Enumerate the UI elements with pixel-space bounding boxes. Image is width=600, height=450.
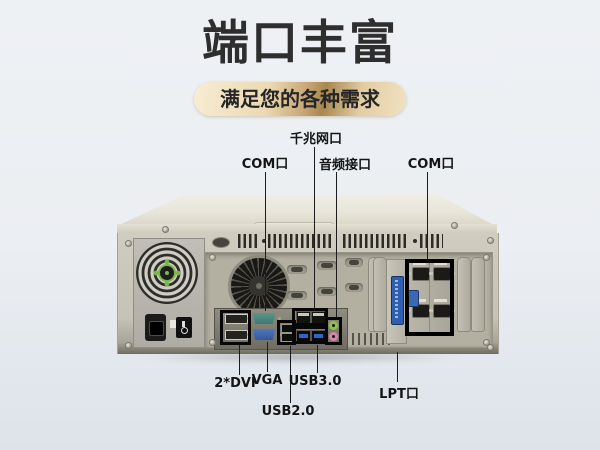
label-gigabit-lan: 千兆网口 <box>289 132 343 147</box>
leader-line-dvi <box>239 345 240 375</box>
vent-dot <box>262 239 266 243</box>
vent-slots <box>420 234 443 248</box>
power-switch <box>176 317 192 338</box>
screw <box>451 222 458 229</box>
ethernet-highlight-box <box>292 308 328 326</box>
screw <box>483 254 490 261</box>
leader-line-usb2 <box>290 346 291 403</box>
port-knockout <box>345 258 363 267</box>
label-audio-port: 音频接口 <box>318 158 372 173</box>
slot-cover <box>457 257 471 332</box>
port-label-sticker <box>413 299 426 302</box>
label-com-port-right: COM口 <box>407 157 455 172</box>
chassis-shadow <box>135 352 465 362</box>
port-knockout <box>287 265 307 274</box>
label-usb2: USB2.0 <box>261 404 315 419</box>
screw <box>209 254 216 261</box>
label-com-port-left: COM口 <box>241 157 289 172</box>
label-lpt: LPT口 <box>379 387 419 402</box>
screw <box>125 240 132 247</box>
mic-in-jack <box>329 332 338 341</box>
com-card-highlight-box <box>405 259 454 336</box>
label-usb3: USB3.0 <box>288 374 342 389</box>
screw <box>487 237 494 244</box>
leader-line-audio <box>336 172 337 317</box>
leader-line-lan <box>314 147 315 308</box>
system-fan <box>228 255 290 317</box>
screw <box>125 342 132 349</box>
leader-line-vga <box>267 342 268 372</box>
slot-cover <box>373 257 387 332</box>
vent-slots <box>268 234 331 248</box>
bracket-divider <box>429 261 430 334</box>
screw <box>483 339 490 346</box>
vent-dot <box>413 239 417 243</box>
label-dvi: 2*DVI <box>214 376 256 391</box>
dvi-highlight-box <box>220 310 251 345</box>
port-label-sticker <box>434 262 447 265</box>
leader-line-usb3 <box>317 345 318 373</box>
audio-out-jack <box>329 321 338 330</box>
port-screw <box>278 317 281 320</box>
audio-highlight-box <box>325 317 342 345</box>
screw <box>487 344 494 351</box>
lpt-parallel-port <box>391 276 404 325</box>
port-knockout <box>317 261 337 270</box>
usb3-highlight-box <box>292 326 328 344</box>
label-vga: VGA <box>251 373 283 388</box>
vent-slots <box>238 234 257 248</box>
leader-line-com-right <box>427 172 428 260</box>
psu-fan-grille <box>136 242 198 304</box>
vga-port <box>252 329 276 340</box>
port-knockout <box>287 291 307 300</box>
port-label-sticker <box>413 262 426 265</box>
vent-slots <box>343 234 407 248</box>
port-knockout <box>345 283 363 292</box>
leader-line-com-left <box>265 172 266 311</box>
com-serial-port <box>252 313 276 324</box>
port-label-sticker <box>434 299 447 302</box>
chassis-top-face <box>117 194 497 227</box>
power-inlet-socket <box>145 314 166 341</box>
fan-hub <box>249 276 269 296</box>
screw <box>162 226 169 233</box>
keyhole-slot <box>212 237 230 248</box>
screw <box>209 339 216 346</box>
port-knockout <box>317 287 337 296</box>
leader-line-lpt <box>397 352 398 382</box>
page-title: 端口丰富 <box>202 16 398 71</box>
subtitle-ribbon: 满足您的各种需求 <box>194 82 406 116</box>
slot-cover <box>471 257 485 332</box>
